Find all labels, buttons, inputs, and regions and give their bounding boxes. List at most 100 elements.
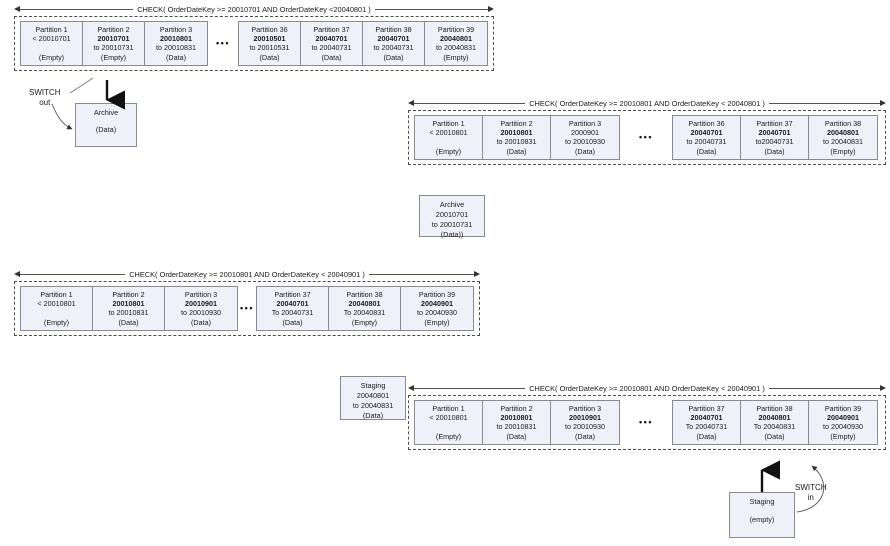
staging-range-start: 20040801 xyxy=(356,390,390,400)
partition-name: Partition 38 xyxy=(375,25,412,34)
partition-cell[interactable]: Partition 2 20010701 to 20010731 (Empty) xyxy=(83,22,145,65)
partition-state: (Empty) xyxy=(38,52,65,62)
partition-range-end: to 20010831 xyxy=(496,422,537,432)
staging-title: Staging xyxy=(749,497,775,506)
archive-table-middle[interactable]: Archive 20010701 to 20010731 (Data)) xyxy=(419,195,485,239)
partition-cell[interactable]: Partition 2 20010801 to 20010831 (Data) xyxy=(483,116,551,159)
partition-cell[interactable]: Partition 3 2000901 to 20010930 (Data) xyxy=(551,116,619,159)
staging-table-bottom[interactable]: Staging (empty) xyxy=(729,492,795,538)
partition-run-left: Partition 1 < 20010801 (Empty) Partition… xyxy=(414,400,620,445)
partition-name: Partition 38 xyxy=(824,119,862,128)
partition-cell[interactable]: Partition 37 20040701 To 20040731 (Data) xyxy=(257,287,329,330)
archive-table-top[interactable]: Archive (Data) xyxy=(75,103,137,147)
partition-cell[interactable]: Partition 2 20010801 to 20010831 (Data) xyxy=(483,401,551,444)
partition-name: Partition 1 xyxy=(432,119,465,128)
partition-range-end: to 20010531 xyxy=(249,43,290,53)
partition-cell[interactable]: Partition 39 20040901 to 20040930 (Empty… xyxy=(809,401,877,444)
partition-range-start: 20010901 xyxy=(185,299,217,309)
switch-in-line1: SWITCH xyxy=(795,483,827,492)
partition-cell[interactable]: Partition 36 20010501 to 20010531 (Data) xyxy=(239,22,301,65)
partition-state: (Data) xyxy=(764,146,785,156)
partition-cell[interactable]: Partition 38 20040701 to 20040731 (Data) xyxy=(363,22,425,65)
partition-range-end: to20040731 xyxy=(755,137,794,147)
partition-range-end: To 20040731 xyxy=(685,422,728,432)
arrow-left-icon xyxy=(408,384,414,391)
constraint-text: CHECK( OrderDateKey >= 20010701 AND Orde… xyxy=(133,4,375,14)
partitioned-table-2: Partition 1 < 20010801 (Empty) Partition… xyxy=(408,110,886,165)
partition-range-end: to 20040930 xyxy=(823,422,863,432)
partition-state: (Data) xyxy=(575,431,595,441)
staging-range-start xyxy=(732,507,792,515)
partition-range-end: to 20040731 xyxy=(311,43,352,53)
archive-title: Archive xyxy=(439,200,465,209)
partition-name: Partition 39 xyxy=(418,290,456,299)
partition-cell[interactable]: Partition 3 20010801 to 20010831 (Data) xyxy=(145,22,207,65)
partition-cell[interactable]: Partition 3 20010901 to 20010930 (Data) xyxy=(551,401,619,444)
partition-name: Partition 3 xyxy=(568,119,602,128)
partition-range-start: 20010801 xyxy=(500,413,533,423)
archive-state: (Data)) xyxy=(440,229,464,239)
partition-range-end: to 20040930 xyxy=(417,308,457,318)
partition-ellipsis: ••• xyxy=(639,417,653,428)
partition-range-end: to 20010930 xyxy=(181,308,221,318)
partition-cell[interactable]: Partition 38 20040801 to 20040831 (Empty… xyxy=(809,116,877,159)
partition-name: Partition 38 xyxy=(346,290,383,299)
partition-name: Partition 2 xyxy=(500,404,533,413)
partition-state: (Empty) xyxy=(100,52,127,62)
partition-range-start: 20040701 xyxy=(315,34,348,44)
partition-range-start: 20040701 xyxy=(377,34,410,44)
partition-name: Partition 37 xyxy=(688,404,725,413)
partition-cell[interactable]: Partition 36 20040701 to 20040731 (Data) xyxy=(673,116,741,159)
partition-name: Partition 37 xyxy=(313,25,350,34)
partitioned-table-1: Partition 1 < 20010701 (Empty) Partition… xyxy=(14,16,494,71)
partition-cell[interactable]: Partition 37 20040701 To 20040731 (Data) xyxy=(673,401,741,444)
partition-name: Partition 39 xyxy=(437,25,475,34)
partition-range-start: 2000901 xyxy=(571,128,599,138)
partition-cell[interactable]: Partition 1 < 20010801 (Empty) xyxy=(415,401,483,444)
partition-state: (Empty) xyxy=(830,431,856,441)
partition-cell[interactable]: Partition 1 < 20010801 (Empty) xyxy=(21,287,93,330)
partition-range-end: to 20010731 xyxy=(93,43,134,53)
partition-state: (Data) xyxy=(506,146,527,156)
partition-state: (Data) xyxy=(383,52,404,62)
arrow-right-icon xyxy=(488,5,494,12)
partition-range-start: 20040901 xyxy=(827,413,859,423)
partition-range-start: < 20010801 xyxy=(429,128,468,138)
partition-run-right: Partition 37 20040701 To 20040731 (Data)… xyxy=(256,286,474,331)
switch-in-line2: in xyxy=(807,493,814,502)
partition-cell[interactable]: Partition 1 < 20010801 (Empty) xyxy=(415,116,483,159)
partition-range-end: to 20010831 xyxy=(496,137,537,147)
partition-run-left: Partition 1 < 20010801 (Empty) Partition… xyxy=(20,286,238,331)
partition-cell[interactable]: Partition 37 20040701 to20040731 (Data) xyxy=(741,116,809,159)
switch-in-label: SWITCH in xyxy=(795,483,827,503)
partition-state: (Empty) xyxy=(424,317,450,327)
check-constraint-1: CHECK( OrderDateKey >= 20010701 AND Orde… xyxy=(14,2,494,16)
check-constraint-3: CHECK( OrderDateKey >= 20010801 AND Orde… xyxy=(14,267,480,281)
partition-cell[interactable]: Partition 38 20040801 To 20040831 (Empty… xyxy=(329,287,401,330)
partition-state: (Data) xyxy=(506,431,527,441)
partition-cell[interactable]: Partition 2 20010801 to 20010831 (Data) xyxy=(93,287,165,330)
partition-run-right: Partition 37 20040701 To 20040731 (Data)… xyxy=(672,400,878,445)
partition-name: Partition 36 xyxy=(688,119,725,128)
partition-cell[interactable]: Partition 39 20040801 to 20040831 (Empty… xyxy=(425,22,487,65)
partition-cell[interactable]: Partition 38 20040801 To 20040831 (Data) xyxy=(741,401,809,444)
partition-name: Partition 3 xyxy=(184,290,218,299)
partition-range-end: To 20040831 xyxy=(343,308,386,318)
partition-state: (Data) xyxy=(321,52,342,62)
partition-cell[interactable]: Partition 1 < 20010701 (Empty) xyxy=(21,22,83,65)
partition-cell[interactable]: Partition 39 20040901 to 20040930 (Empty… xyxy=(401,287,473,330)
arrow-right-icon xyxy=(880,384,886,391)
partition-state: (Empty) xyxy=(443,52,469,62)
partition-range-end: to 20010930 xyxy=(565,137,605,147)
partition-cell[interactable]: Partition 37 20040701 to 20040731 (Data) xyxy=(301,22,363,65)
partition-state: (Data) xyxy=(191,317,211,327)
partition-run-right: Partition 36 20040701 to 20040731 (Data)… xyxy=(672,115,878,160)
arrow-left-icon xyxy=(14,5,20,12)
switch-out-label: SWITCH out xyxy=(29,88,61,108)
staging-table-middle[interactable]: Staging 20040801 to 20040831 (Data) xyxy=(340,376,406,420)
partition-name: Partition 3 xyxy=(159,25,193,34)
partition-state: (Data) xyxy=(696,431,717,441)
partition-range-start: 20040701 xyxy=(690,413,723,423)
partition-cell[interactable]: Partition 3 20010901 to 20010930 (Data) xyxy=(165,287,237,330)
partition-name: Partition 2 xyxy=(500,119,533,128)
